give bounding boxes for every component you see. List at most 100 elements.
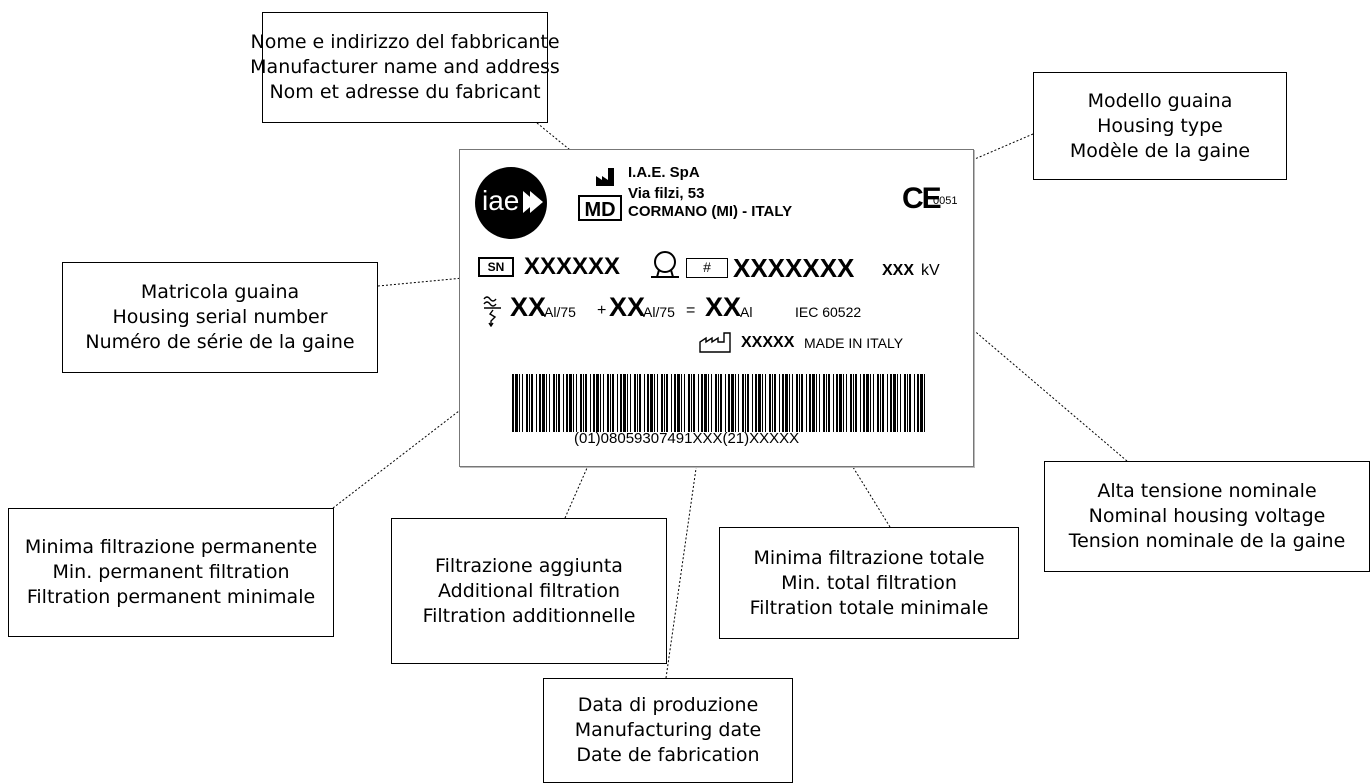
additional-filtration-unit: Al/75 (643, 304, 675, 320)
callout-manufacturer: Nome e indirizzo del fabbricante Manufac… (250, 12, 560, 123)
barcode-bar (731, 374, 734, 432)
barcode-bar (569, 374, 572, 432)
barcode-bar (590, 374, 591, 432)
barcode-bar (765, 374, 766, 432)
barcode-bar (782, 374, 784, 432)
barcode-bar (758, 374, 761, 432)
voltage-unit: kV (921, 262, 940, 279)
barcode-bar (684, 374, 685, 432)
barcode-bar (542, 374, 545, 432)
filtration-icon (483, 296, 501, 327)
barcode-bar (839, 374, 842, 432)
barcode-bar (519, 374, 520, 432)
barcode-bar (728, 374, 730, 432)
barcode-bar (843, 374, 844, 432)
barcode-bar (920, 374, 923, 432)
barcode-bar (900, 374, 901, 432)
callout-line: Nominal housing voltage (1088, 505, 1326, 527)
barcode-bar (715, 374, 717, 432)
barcode-bar (558, 374, 560, 432)
barcode-bar (752, 374, 753, 432)
barcode-bar (698, 374, 699, 432)
barcode-bar (681, 374, 682, 432)
permanent-filtration-value: XX (510, 292, 547, 322)
barcode-bar (799, 374, 800, 432)
equals-sign: = (686, 302, 696, 319)
barcode-bar (755, 374, 757, 432)
barcode-bar (704, 374, 707, 432)
sn-badge: SN (478, 257, 514, 277)
callout-line: Numéro de série de la gaine (85, 331, 355, 353)
barcode-bar (887, 374, 888, 432)
callout-line: Alta tensione nominale (1097, 480, 1317, 502)
barcode-bar (917, 374, 919, 432)
callout-line: Min. total filtration (781, 571, 957, 594)
barcode-bar (792, 374, 793, 432)
barcode-bar (718, 374, 719, 432)
barcode-bar (553, 374, 555, 432)
barcode-bar (853, 374, 854, 432)
company-street: Via filzi, 53 (628, 185, 705, 202)
barcode-bar (735, 374, 736, 432)
serial-value: XXXXXX (524, 253, 621, 280)
barcode-bar (711, 374, 712, 432)
callout-line: Matricola guaina (140, 281, 300, 303)
barcode-bar (877, 374, 879, 432)
barcode-bar (708, 374, 709, 432)
callout-line: Modello guaina (1087, 89, 1233, 112)
barcode-bar (627, 374, 628, 432)
barcode-bar (893, 374, 896, 432)
barcode-bar (924, 374, 925, 432)
barcode-bar (556, 374, 557, 432)
barcode-bar (671, 374, 672, 432)
barcode-bar (639, 374, 641, 432)
callout-line: Housing serial number (112, 306, 328, 328)
barcode-bar (531, 374, 533, 432)
model-value: XXXXXXX (733, 253, 855, 283)
barcode-bar (536, 374, 537, 432)
callout-additional-filtration: Filtrazione aggiunta Additional filtrati… (391, 518, 667, 664)
barcode-bar (677, 374, 680, 432)
barcode-bar (603, 374, 604, 432)
callout-line: Nome e indirizzo del fabbricante (250, 31, 560, 53)
barcode-bar (769, 374, 771, 432)
callout-line: Nom et adresse du fabricant (269, 81, 541, 103)
barcode-bar (863, 374, 865, 432)
barcode-bar (630, 374, 631, 432)
barcode-bar (846, 374, 847, 432)
total-filtration-value: XX (705, 292, 742, 322)
md-badge: MD (578, 195, 622, 221)
barcode-bar (573, 374, 574, 432)
callout-line: Min. permanent filtration (52, 561, 290, 583)
barcode-bar (882, 374, 884, 432)
barcode-bar (826, 374, 827, 432)
barcode-bar (522, 374, 523, 432)
barcode-bar (801, 374, 803, 432)
barcode-bar (833, 374, 834, 432)
barcode-bar (762, 374, 763, 432)
barcode-bar (747, 374, 749, 432)
barcode-bar (828, 374, 830, 432)
barcode-bar (617, 374, 618, 432)
barcode-bar (691, 374, 692, 432)
callout-line: Modèle de la gaine (1069, 139, 1251, 162)
barcode-bar (850, 374, 852, 432)
barcode-bar (904, 374, 906, 432)
barcode-bar (809, 374, 811, 432)
barcode-bar (526, 374, 528, 432)
barcode-bar (725, 374, 726, 432)
iae-logo: iae (475, 167, 547, 239)
barcode-bar (634, 374, 636, 432)
barcode-bar (836, 374, 838, 432)
barcode-bar (657, 374, 658, 432)
barcode-bar (650, 374, 653, 432)
barcode-bar (637, 374, 638, 432)
barcode-bar (515, 374, 518, 432)
barcode-bar (623, 374, 626, 432)
barcode-bar (880, 374, 881, 432)
ce-mark: CE (902, 182, 942, 215)
plus-sign: + (597, 302, 607, 319)
manufacture-date-icon (699, 332, 731, 353)
barcode-bar (796, 374, 798, 432)
callout-housing-type: Modello guaina Housing type Modèle de la… (1033, 72, 1287, 180)
